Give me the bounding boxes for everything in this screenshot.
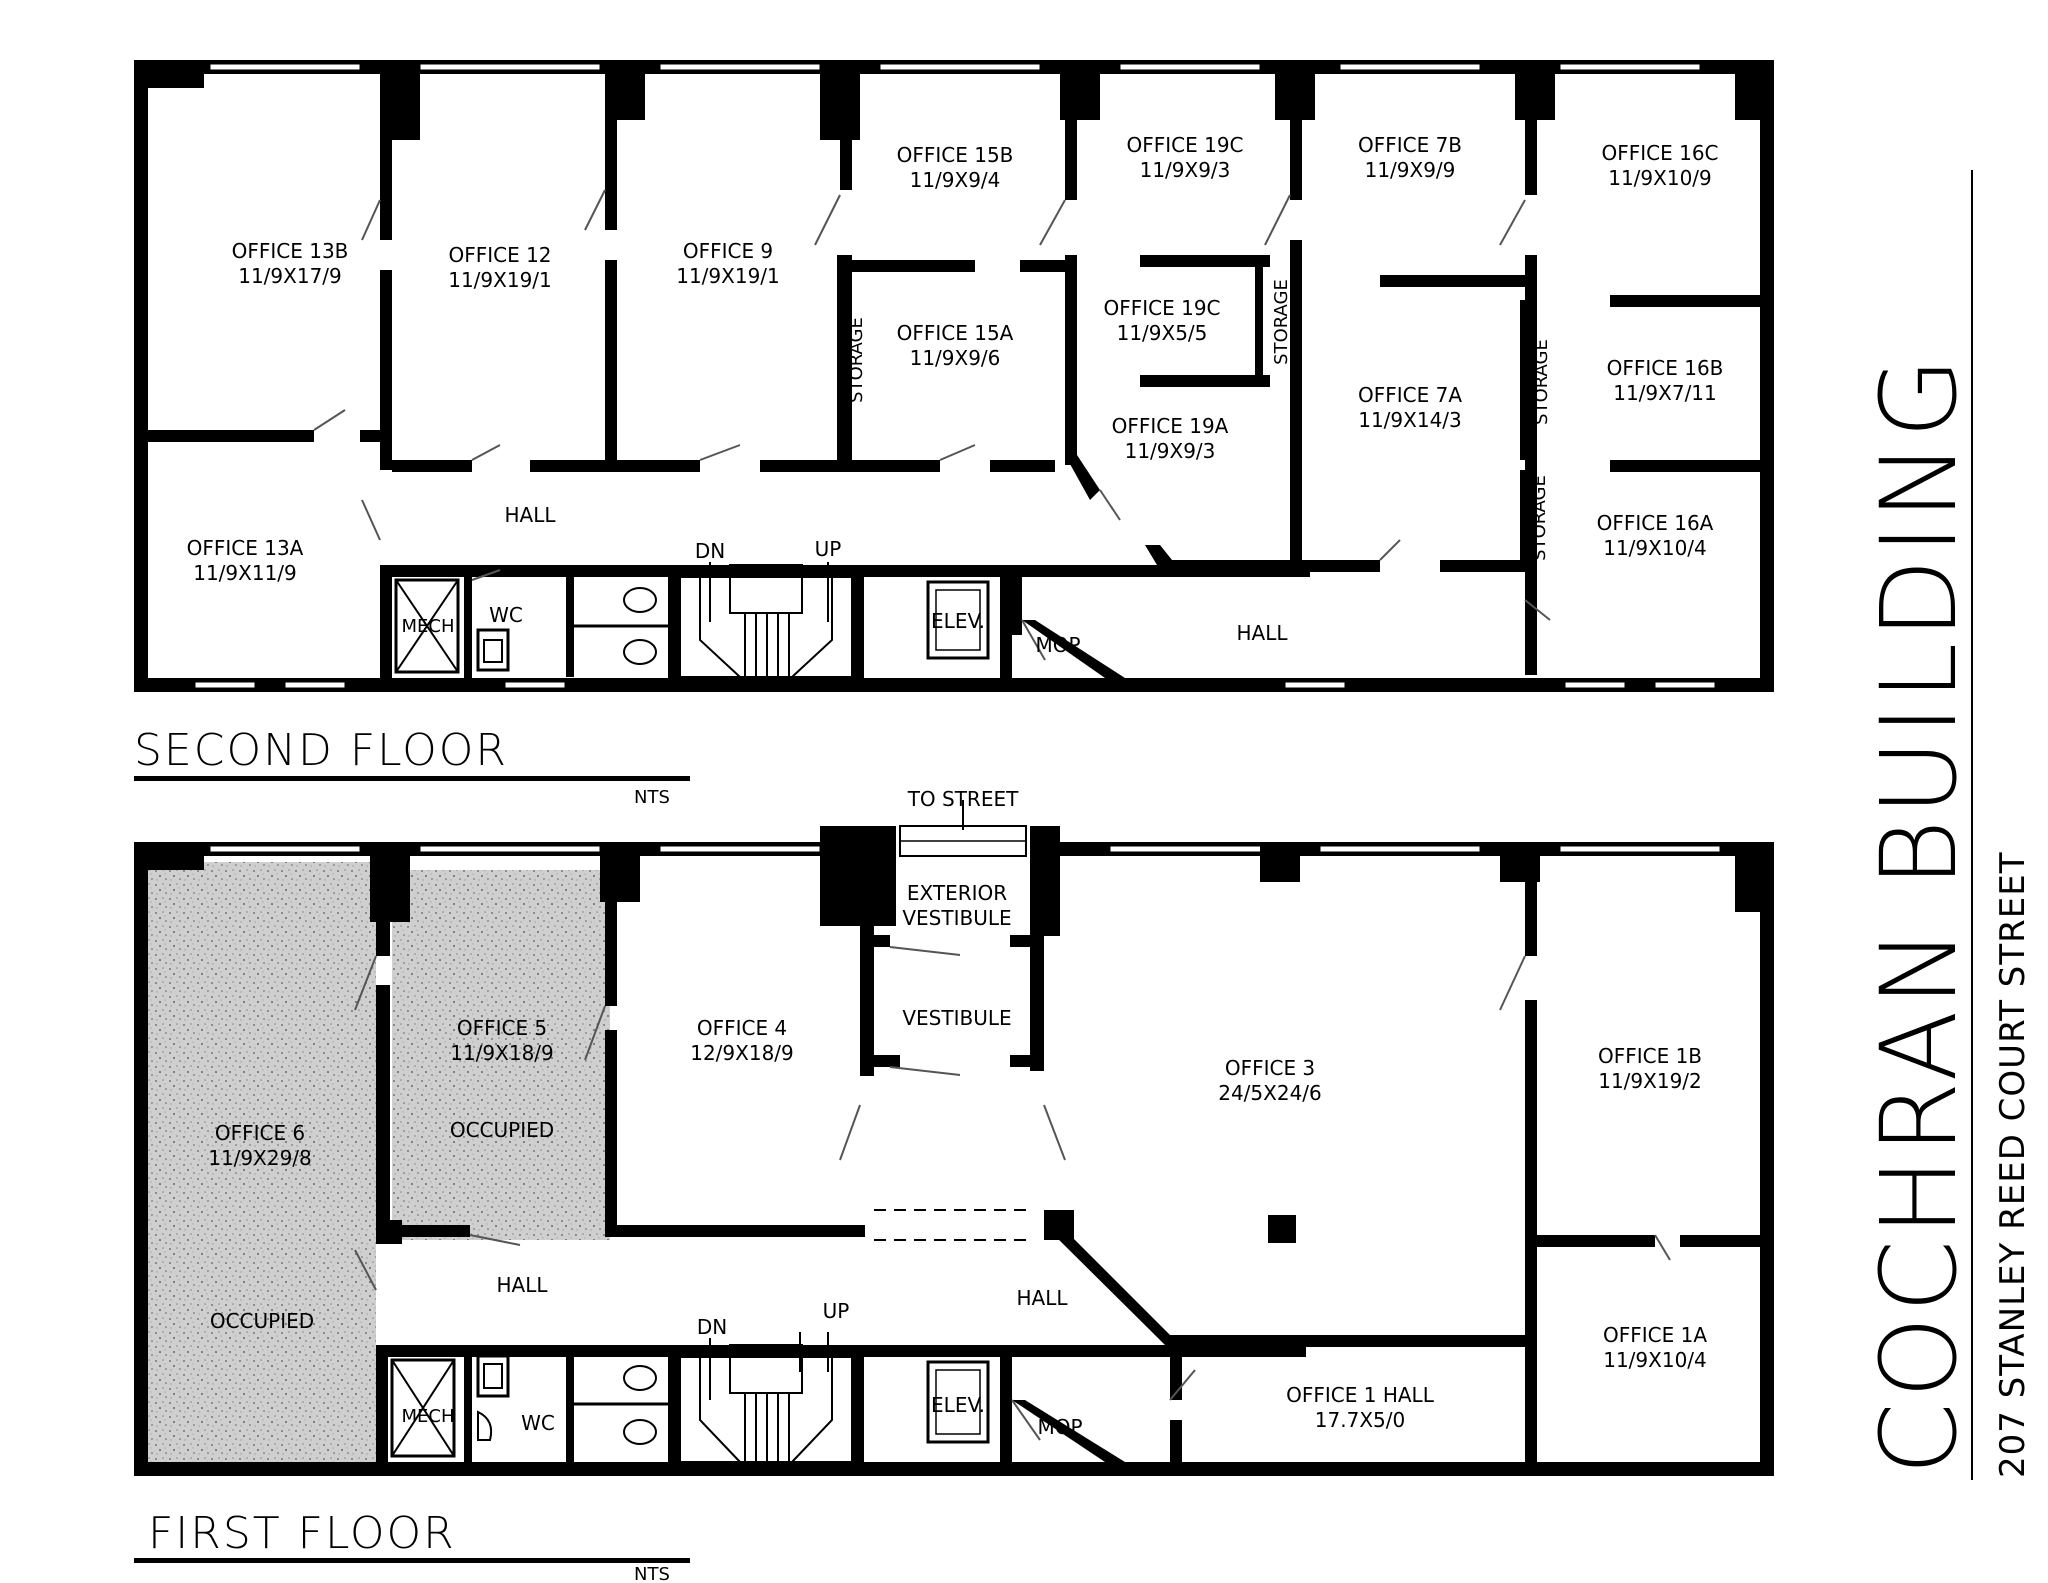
room-name: OFFICE 16C [1601,141,1718,165]
room-status: OCCUPIED [210,1309,314,1333]
storage-label: STORAGE [1529,475,1550,561]
exterior-vestibule-label: EXTERIOR [907,881,1007,905]
room-name: OFFICE 3 [1225,1056,1315,1080]
elevator-label: ELEV. [931,1393,985,1417]
hall-label: HALL [496,1273,548,1297]
room-size: 11/9X9/4 [910,168,1001,192]
elevator-label: ELEV. [931,609,985,633]
vestibule-label: VESTIBULE [902,1006,1011,1030]
mech-label: MECH [401,616,454,637]
building-title: COCHRAN BUILDING [1858,354,1980,1475]
room-name: OFFICE 19C [1126,133,1243,157]
office-5-occupied-fill [392,870,610,1240]
storage-label: STORAGE [1531,339,1552,425]
building-address: 207 STANLEY REED COURT STREET [1993,851,2033,1478]
floor-title-first: FIRST FLOOR [148,1508,456,1559]
stair-up-label: UP [815,537,842,561]
room-name: OFFICE 13A [187,536,304,560]
room-size: 11/9X10/9 [1608,166,1712,190]
room-size: 11/9X9/6 [910,346,1001,370]
room-size: 11/9X10/4 [1603,1348,1707,1372]
room-name: OFFICE 9 [683,239,773,263]
room-size: 11/9X19/1 [676,264,780,288]
room-name: OFFICE 16A [1597,511,1714,535]
stair-up-label: UP [823,1299,850,1323]
first-floor-plan [134,800,1774,1476]
room-name: OFFICE 15A [897,321,1014,345]
scale-note: NTS [634,787,670,808]
storage-label: STORAGE [846,317,867,403]
room-name: OFFICE 1B [1598,1044,1702,1068]
room-name: OFFICE 1 HALL [1286,1383,1435,1407]
room-name: OFFICE 7B [1358,133,1462,157]
wc-label: WC [521,1411,555,1435]
room-name: OFFICE 7A [1358,383,1462,407]
room-size: 11/9X18/9 [450,1041,554,1065]
title-underline [134,1558,690,1563]
room-name: OFFICE 15B [897,143,1014,167]
column [1268,1215,1296,1243]
room-name: OFFICE 12 [448,243,551,267]
stair-down-label: DN [697,1315,727,1339]
room-size: 11/9X17/9 [238,264,342,288]
scale-note: NTS [634,1564,670,1583]
room-name: OFFICE 16B [1607,356,1724,380]
exterior-vestibule-label: VESTIBULE [902,906,1011,930]
hall-label: HALL [504,503,556,527]
room-name: OFFICE 13B [232,239,349,263]
to-street-label: TO STREET [907,787,1019,811]
room-size: 11/9X10/4 [1603,536,1707,560]
room-size: 24/5X24/6 [1218,1081,1322,1105]
room-name: OFFICE 5 [457,1016,547,1040]
hall-label: HALL [1016,1286,1068,1310]
hall-label: HALL [1236,621,1288,645]
stair-down-label: DN [695,539,725,563]
room-size: 11/9X5/5 [1117,321,1208,345]
room-name: OFFICE 19A [1112,414,1229,438]
room-status: OCCUPIED [450,1118,554,1142]
room-size: 17.7X5/0 [1315,1408,1405,1432]
office-6-occupied-fill [148,862,376,1470]
floor-title-second: SECOND FLOOR [134,725,508,776]
room-size: 11/9X11/9 [193,561,297,585]
room-size: 11/9X19/2 [1598,1069,1702,1093]
room-size: 11/9X19/1 [448,268,552,292]
room-name: OFFICE 19C [1103,296,1220,320]
second-floor-plan [134,60,1774,692]
room-size: 11/9X9/9 [1365,158,1456,182]
storage-label: STORAGE [1271,279,1292,365]
room-size: 11/9X29/8 [208,1146,312,1170]
room-size: 11/9X9/3 [1140,158,1231,182]
mech-label: MECH [401,1406,454,1427]
room-size: 11/9X14/3 [1358,408,1462,432]
room-name: OFFICE 4 [697,1016,787,1040]
title-underline [134,776,690,781]
room-name: OFFICE 6 [215,1121,305,1145]
room-size: 11/9X9/3 [1125,439,1216,463]
mop-label: MOP [1035,633,1080,657]
wc-label: WC [489,603,523,627]
mop-label: MOP [1037,1415,1082,1439]
room-size: 11/9X7/11 [1613,381,1717,405]
room-name: OFFICE 1A [1603,1323,1707,1347]
room-size: 12/9X18/9 [690,1041,794,1065]
